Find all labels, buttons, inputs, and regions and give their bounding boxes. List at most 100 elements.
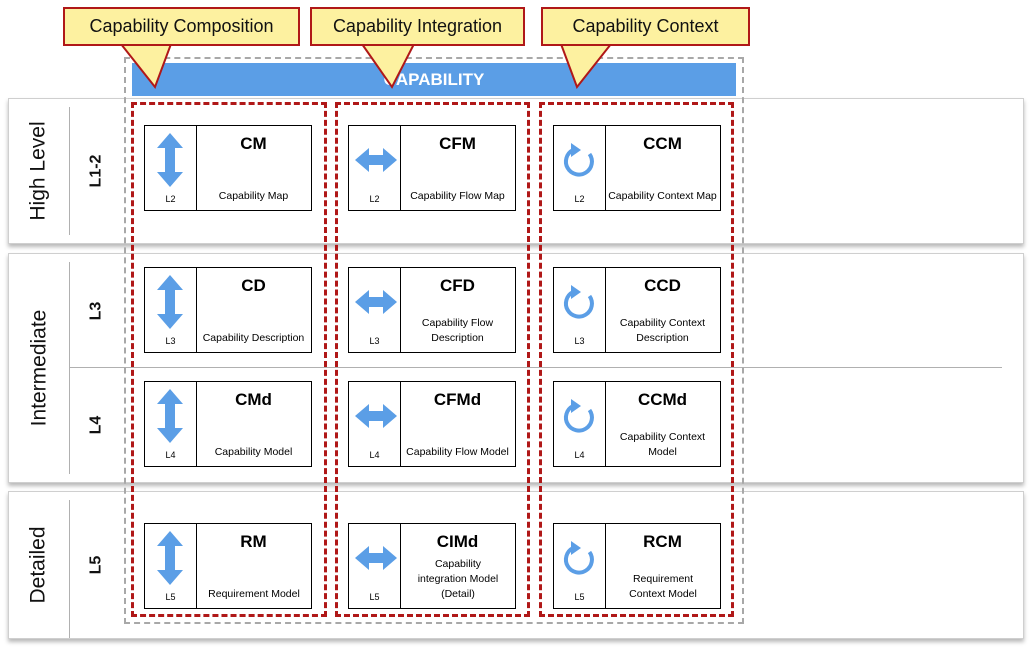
card-cfd: L3 CFD Capability Flow Description	[348, 267, 516, 353]
card-ccm: L2 CCM Capability Context Map	[553, 125, 721, 211]
vertical-arrow-icon	[157, 531, 183, 585]
card-name: Capability Context Model	[619, 431, 706, 458]
card-cd: L3 CD Capability Description	[144, 267, 312, 353]
card-abbr: CIMd	[436, 532, 479, 551]
card-name: Capability Model	[214, 446, 293, 458]
card-abbr: CFM	[439, 134, 476, 153]
level-label-text: L5	[86, 555, 104, 575]
callout-composition-box: Capability Composition	[63, 7, 300, 46]
card-icon-cell: L4	[145, 382, 197, 466]
card-name: Capability Flow Description	[421, 317, 494, 344]
card-cimd: L5 CIMd Capability integration Model (De…	[348, 523, 516, 609]
band-label-high-level: High Level	[9, 99, 69, 243]
cycle-arrow-icon	[563, 285, 594, 319]
card-icon-cell: L3	[554, 268, 606, 352]
callout-context-text: Capability Context	[572, 16, 719, 36]
card-abbr: CMd	[235, 390, 272, 409]
card-name: Capability Flow Map	[410, 190, 505, 202]
callout-integration-text: Capability Integration	[332, 16, 503, 36]
cycle-arrow-icon	[563, 541, 594, 575]
card-level: L5	[574, 592, 585, 602]
card-icon-cell: L2	[349, 126, 401, 210]
card-name: Requirement Context Model	[629, 573, 697, 600]
column-integration-frame	[335, 102, 530, 617]
horizontal-arrow-icon	[355, 546, 397, 570]
horizontal-arrow-icon	[355, 290, 397, 314]
card-icon-cell: L3	[145, 268, 197, 352]
callout-composition: Capability Composition	[63, 7, 300, 91]
card-name: Capability Context Map	[608, 190, 717, 202]
callout-context-box: Capability Context	[541, 7, 750, 46]
card-abbr: CM	[240, 134, 267, 153]
card-name: Capability Flow Model	[406, 446, 509, 458]
vertical-arrow-icon	[157, 133, 183, 187]
card-icon-cell: L3	[349, 268, 401, 352]
card-level: L4	[574, 450, 585, 460]
card-rm: L5 RM Requirement Model	[144, 523, 312, 609]
card-level: L4	[165, 450, 176, 460]
card-level: L5	[165, 592, 176, 602]
card-level: L2	[165, 194, 176, 204]
band-label-text: High Level	[27, 121, 51, 221]
card-abbr: CD	[241, 276, 266, 295]
card-ccd: L3 CCD Capability Context Description	[553, 267, 721, 353]
card-level: L3	[574, 336, 585, 346]
card-level: L5	[369, 592, 380, 602]
band-label-text: Intermediate	[27, 309, 51, 427]
card-level: L2	[574, 194, 585, 204]
level-label-text: L3	[86, 301, 104, 321]
card-icon-cell: L5	[554, 524, 606, 608]
card-name: Capability Map	[218, 190, 289, 202]
cycle-arrow-icon	[563, 143, 594, 177]
level-label-l5: L5	[71, 492, 121, 638]
card-name: Requirement Model	[208, 588, 300, 600]
capability-header-title: CAPABILITY	[383, 69, 485, 89]
card-level: L3	[369, 336, 380, 346]
card-icon-cell: L5	[349, 524, 401, 608]
level-label-l1-2: L1-2	[71, 99, 121, 243]
column-composition-frame	[131, 102, 327, 617]
band-divider	[69, 107, 70, 235]
card-icon-cell: L2	[145, 126, 197, 210]
card-abbr: CCM	[643, 134, 682, 153]
column-context-frame	[539, 102, 734, 617]
callout-context: Capability Context	[541, 7, 750, 91]
card-icon-cell: L2	[554, 126, 606, 210]
band-divider	[69, 500, 70, 638]
card-rcm: L5 RCM Requirement Context Model	[553, 523, 721, 609]
card-level: L2	[369, 194, 380, 204]
card-icon-cell: L5	[145, 524, 197, 608]
card-abbr: RM	[240, 532, 267, 551]
band-label-detailed: Detailed	[9, 492, 69, 638]
cycle-arrow-icon	[563, 399, 594, 433]
card-abbr: CFD	[440, 276, 475, 295]
band-divider	[69, 262, 70, 474]
card-level: L3	[165, 336, 176, 346]
card-cfm: L2 CFM Capability Flow Map	[348, 125, 516, 211]
band-label-intermediate: Intermediate	[9, 254, 69, 482]
card-icon-cell: L4	[349, 382, 401, 466]
level-label-l3: L3	[71, 254, 121, 368]
level-label-text: L4	[86, 415, 104, 435]
level-label-text: L1-2	[87, 154, 104, 188]
card-icon-cell: L4	[554, 382, 606, 466]
card-abbr: CCMd	[637, 390, 688, 409]
level-label-l4: L4	[71, 368, 121, 482]
card-name: Capability Description	[202, 332, 305, 344]
card-cm: L2 CM Capability Map	[144, 125, 312, 211]
callout-composition-text: Capability Composition	[89, 16, 274, 36]
card-abbr: CCD	[644, 276, 681, 295]
card-level: L4	[369, 450, 380, 460]
horizontal-arrow-icon	[355, 404, 397, 428]
band-label-text: Detailed	[27, 526, 50, 604]
callout-integration: Capability Integration	[310, 7, 525, 91]
card-cmd: L4 CMd Capability Model	[144, 381, 312, 467]
vertical-arrow-icon	[157, 275, 183, 329]
vertical-arrow-icon	[157, 389, 183, 443]
card-abbr: RCM	[643, 532, 682, 551]
card-name: Capability integration Model (Detail)	[417, 558, 499, 600]
callout-integration-box: Capability Integration	[310, 7, 525, 46]
capability-frame	[124, 57, 744, 624]
card-ccmd: L4 CCMd Capability Context Model	[553, 381, 721, 467]
level-divider-line	[70, 367, 1002, 368]
